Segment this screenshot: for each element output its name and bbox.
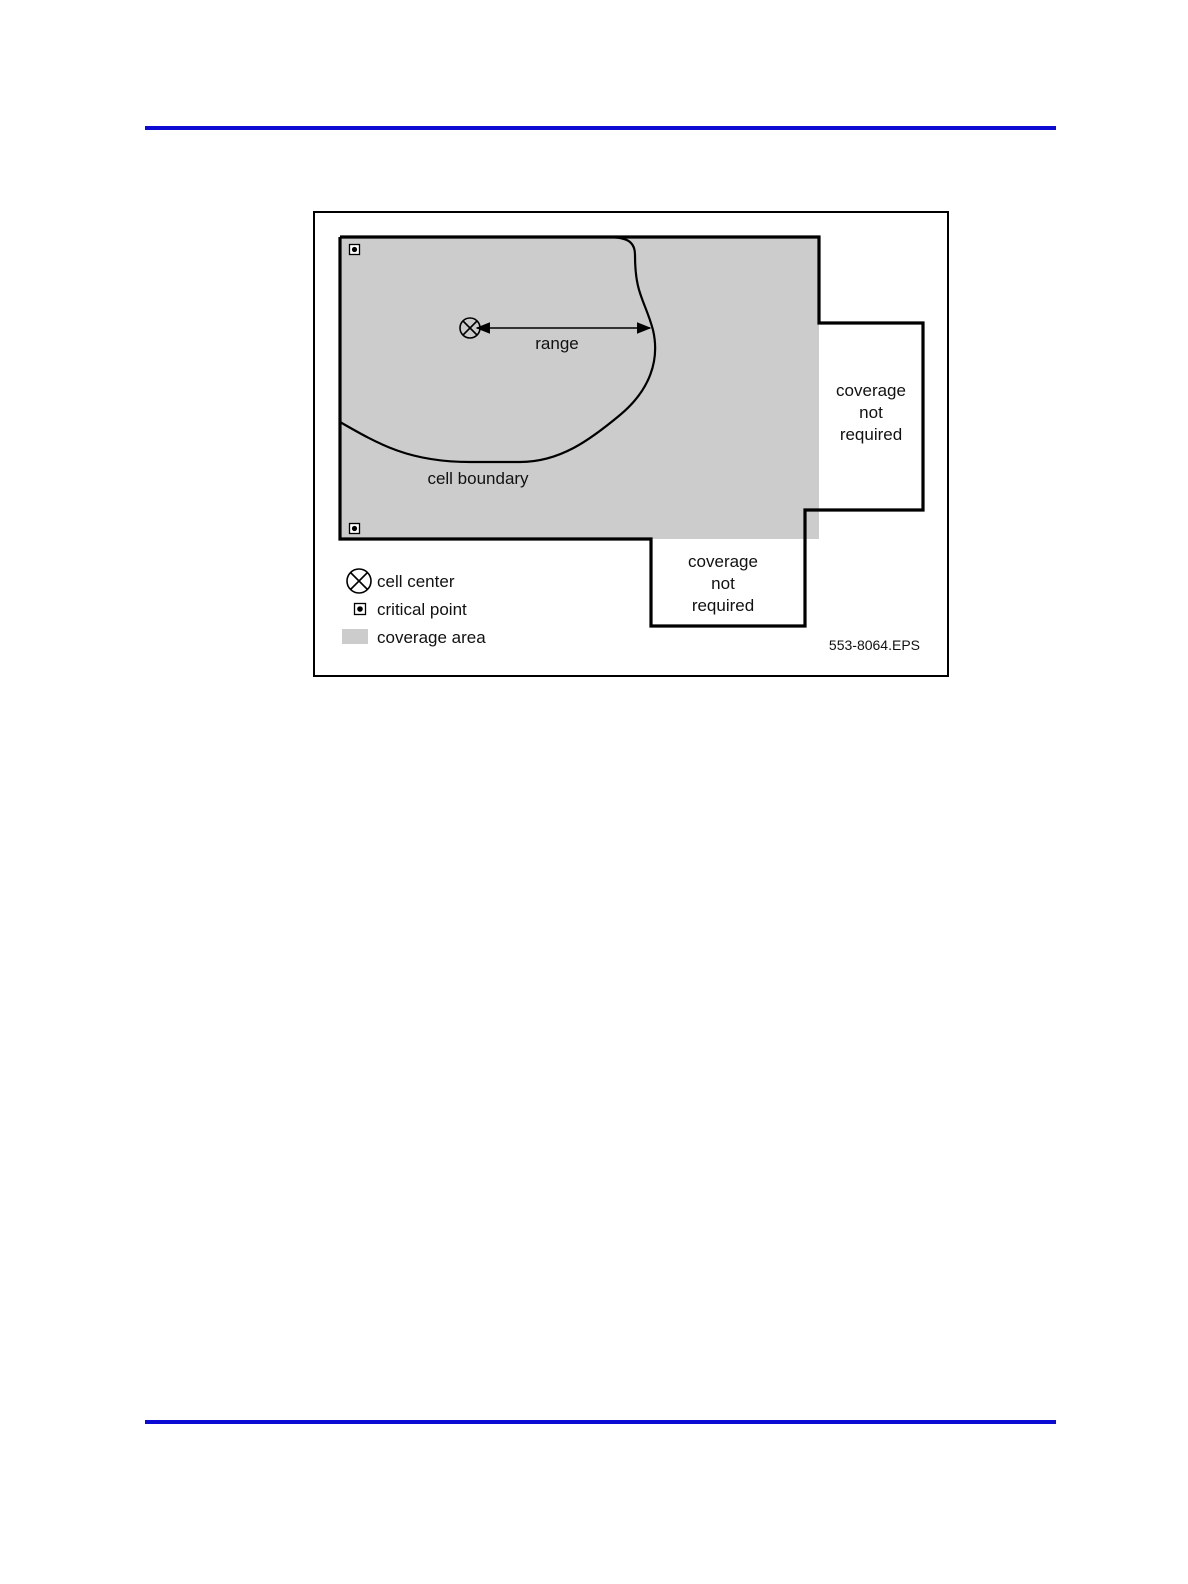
label-line: not (859, 403, 883, 422)
legend-critical-point-icon (355, 604, 366, 615)
legend-coverage-area-label: coverage area (377, 628, 486, 647)
range-label: range (535, 334, 578, 353)
legend-cell-center-label: cell center (377, 572, 455, 591)
coverage-area-swatch (342, 629, 368, 644)
label-line: required (692, 596, 754, 615)
label-line: coverage (836, 381, 906, 400)
label-line: required (840, 425, 902, 444)
critical-point-icon (350, 245, 360, 255)
coverage-area (340, 237, 819, 539)
label-line: not (711, 574, 735, 593)
legend-critical-point-label: critical point (377, 600, 467, 619)
cell-boundary-label: cell boundary (427, 469, 529, 488)
footer-rule (145, 1420, 1056, 1424)
critical-point-icon (350, 524, 360, 534)
label-line: coverage (688, 552, 758, 571)
figure-id-label: 553-8064.EPS (829, 637, 920, 653)
